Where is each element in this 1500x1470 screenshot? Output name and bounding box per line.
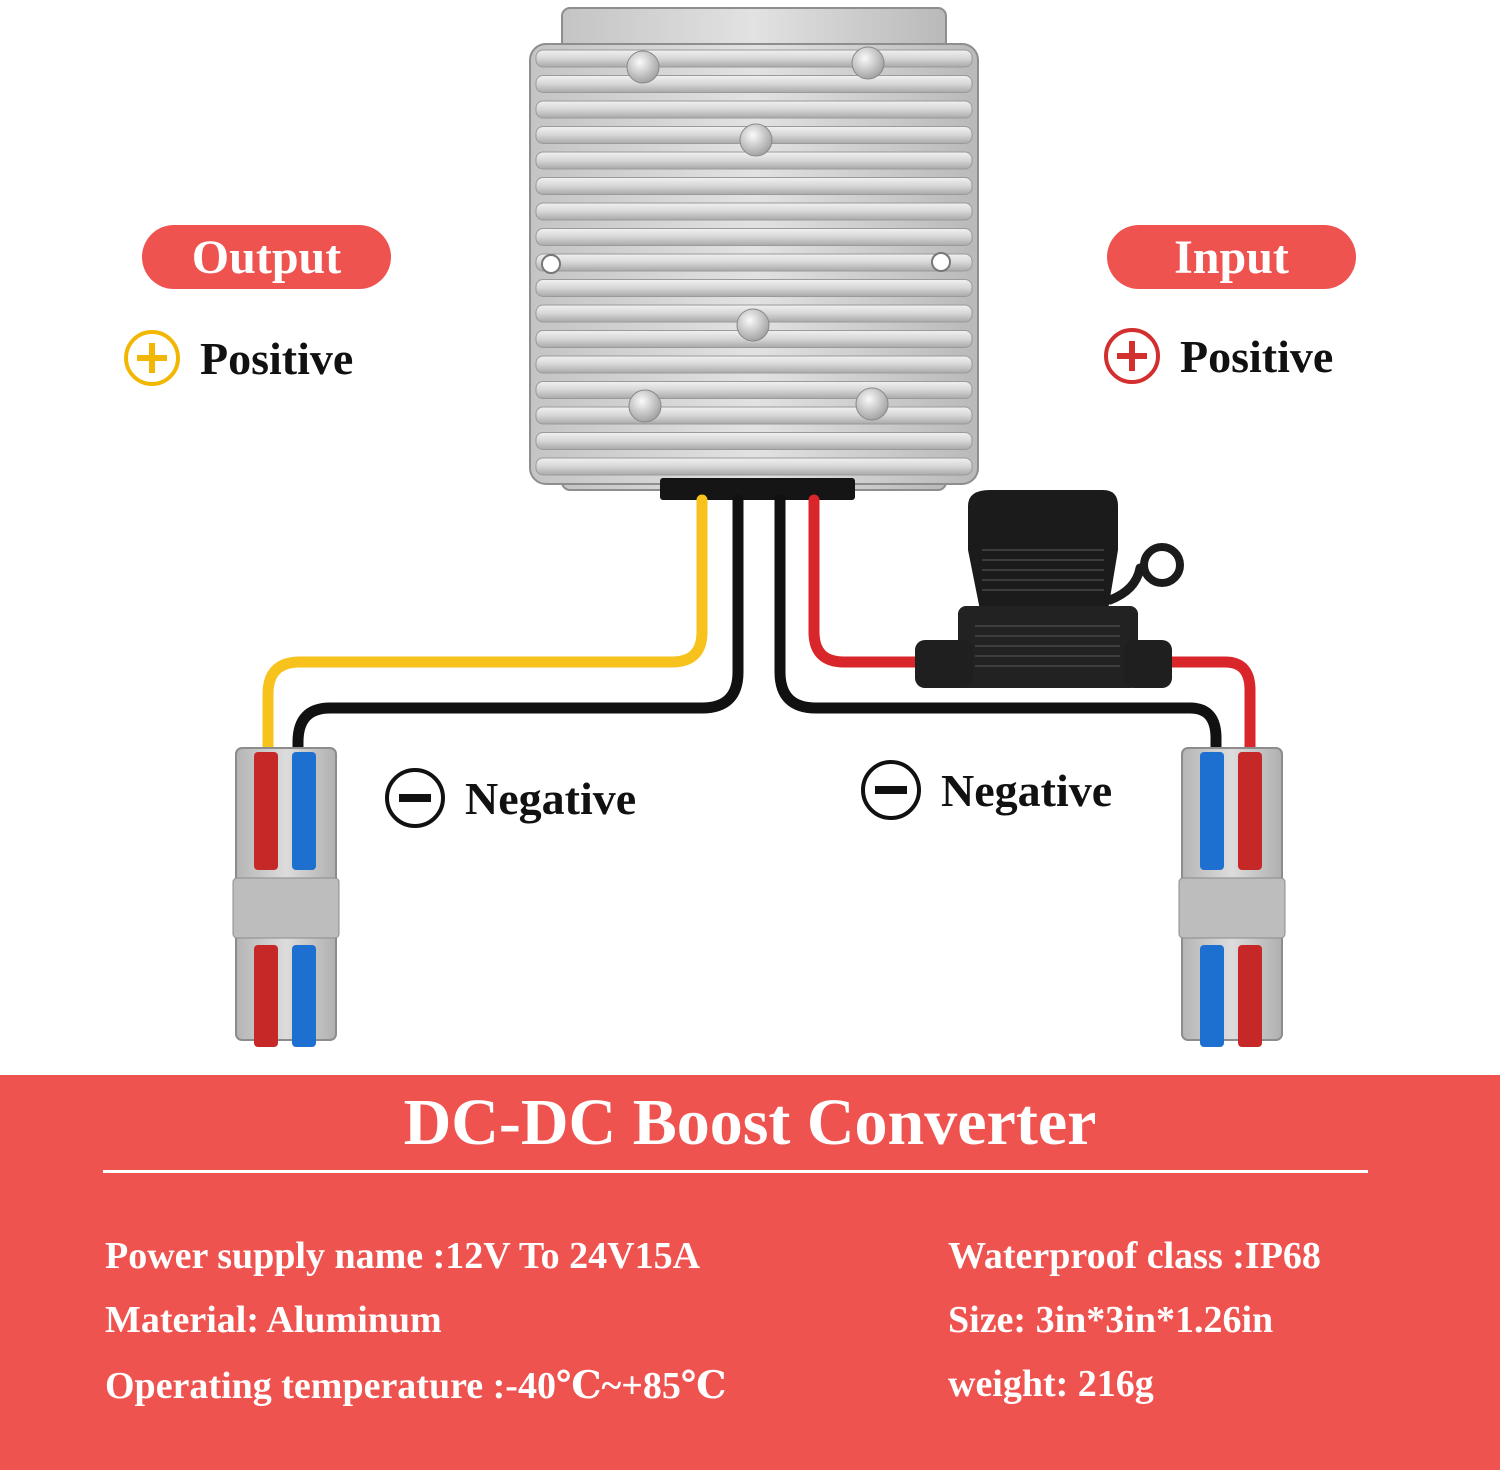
input-positive-legend: Positive <box>1104 328 1333 384</box>
spec-panel <box>0 1075 1500 1470</box>
plus-circle-icon <box>124 330 180 386</box>
heat-sink-fin <box>535 381 973 399</box>
output-negative-legend: Negative <box>385 768 636 828</box>
cable-gland <box>660 478 855 500</box>
heat-sink-fin <box>535 49 973 68</box>
output-lever-connector <box>232 747 340 1047</box>
heat-sink-fin <box>535 177 973 195</box>
divider <box>103 1170 1368 1173</box>
input-negative-legend: Negative <box>861 760 1112 820</box>
heat-sink-fin <box>535 457 973 476</box>
heat-sink-fin <box>535 253 973 272</box>
input-positive-label: Positive <box>1180 330 1334 382</box>
input-negative-label: Negative <box>941 764 1113 816</box>
connector-lever <box>1200 752 1224 870</box>
heat-sink-fin <box>535 355 973 374</box>
spec-material: Material: Aluminum <box>105 1299 442 1341</box>
input-positive-wire-fuse-side <box>808 494 936 668</box>
spec-power-supply: Power supply name :12V To 24V15A <box>105 1235 701 1277</box>
connector-lever <box>292 752 316 870</box>
output-negative-wire <box>292 494 744 766</box>
spec-operating-temperature: Operating temperature :-40℃~+85℃ <box>105 1365 727 1407</box>
input-negative-wire <box>774 494 1222 766</box>
connector-lever <box>1200 945 1224 1047</box>
heat-sink-fin <box>535 100 973 119</box>
connector-lever <box>254 752 278 870</box>
product-title: DC-DC Boost Converter <box>403 1086 1097 1159</box>
screw <box>626 46 889 423</box>
output-positive-label: Positive <box>200 332 354 384</box>
converter-wiring-diagram <box>232 7 1286 1047</box>
input-lever-connector <box>1178 747 1286 1047</box>
converter-body <box>529 7 979 500</box>
output-positive-wire <box>262 494 708 766</box>
heat-sink-fin <box>535 279 973 297</box>
input-positive-wire-connector-side <box>1156 656 1256 766</box>
output-label: Output <box>142 225 391 289</box>
heat-sink-fin <box>535 228 973 246</box>
heat-sink-fin <box>535 202 973 221</box>
connector-lever <box>292 945 316 1047</box>
output-negative-label: Negative <box>465 772 637 824</box>
minus-circle-icon <box>385 768 445 828</box>
connector-lever <box>1238 752 1262 870</box>
heat-sink-fin <box>535 432 973 450</box>
spec-waterproof-class: Waterproof class :IP68 <box>948 1235 1321 1277</box>
spec-size: Size: 3in*3in*1.26in <box>948 1299 1274 1341</box>
mounting-hole <box>541 252 951 274</box>
output-positive-legend: Positive <box>124 330 353 386</box>
input-label: Input <box>1107 225 1356 289</box>
heat-sink-fins <box>535 49 973 476</box>
connector-lever <box>254 945 278 1047</box>
heat-sink-fin <box>535 75 973 93</box>
heat-sink-fin <box>535 406 973 425</box>
spec-weight: weight: 216g <box>948 1363 1154 1405</box>
plus-circle-icon <box>1104 328 1160 384</box>
connector-lever <box>1238 945 1262 1047</box>
inline-fuse-holder <box>915 490 1184 688</box>
minus-circle-icon <box>861 760 921 820</box>
